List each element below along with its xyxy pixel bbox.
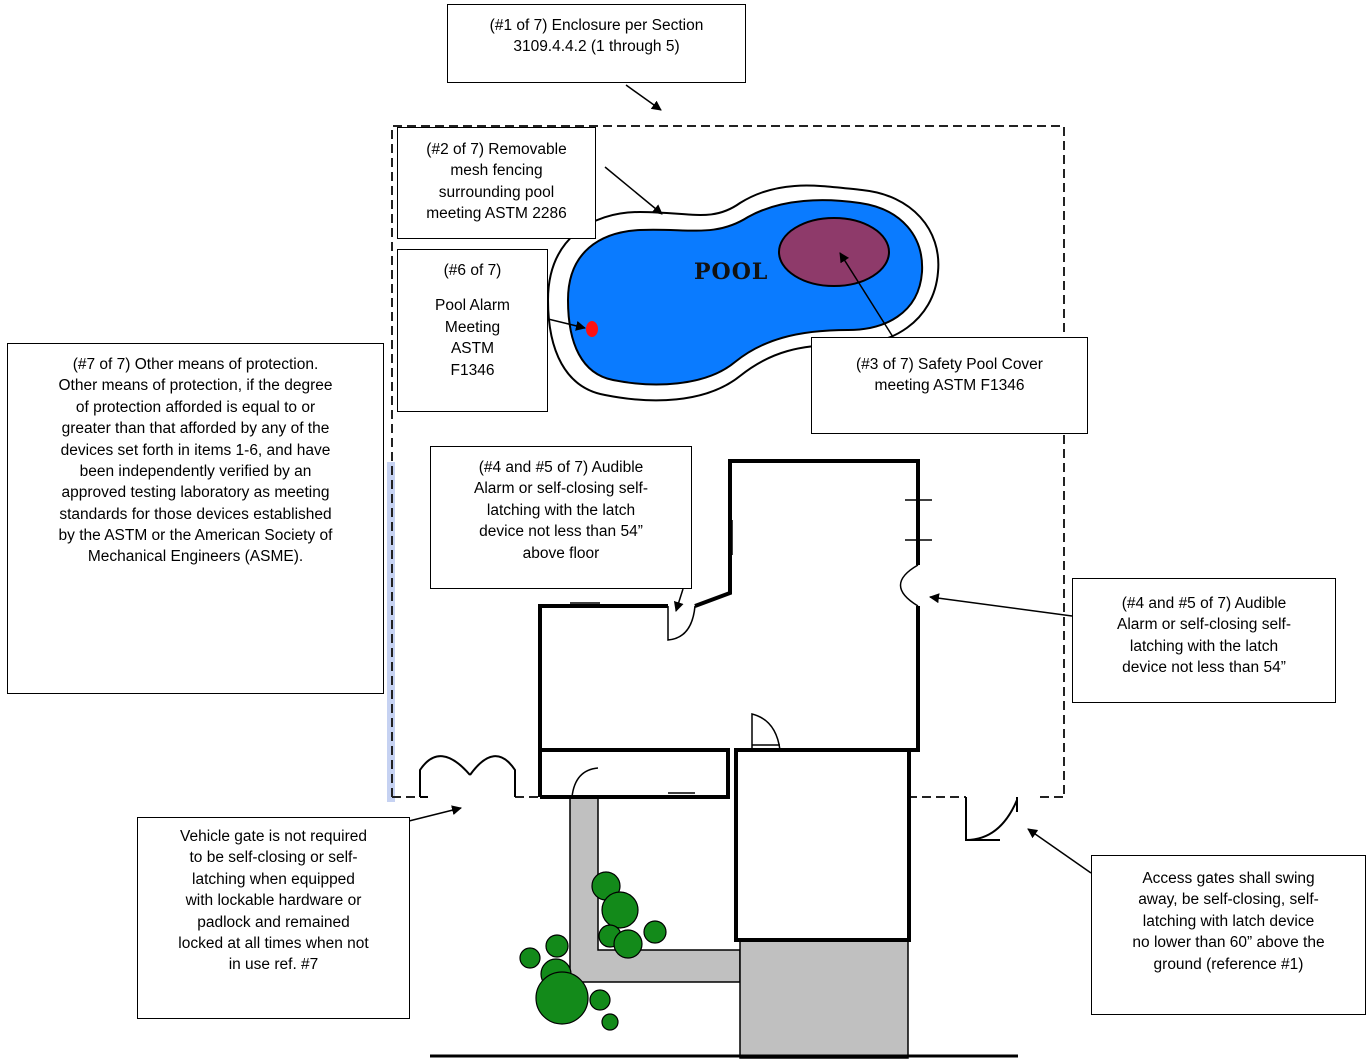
vehicle-gate — [419, 755, 516, 798]
callout-line: been independently verified by an — [79, 462, 312, 480]
callout-other-means: (#7 of 7) Other means of protection. Oth… — [7, 343, 384, 694]
pool-cover — [778, 217, 890, 287]
callout-line: of protection afforded is equal to or — [75, 398, 316, 416]
callout-line: (#4 and #5 of 7) Audible — [1121, 595, 1287, 612]
house-details — [570, 499, 932, 798]
callout-line: Alarm or self-closing self- — [1117, 616, 1291, 634]
pool-alarm-icon — [586, 321, 598, 337]
callout-line: by the ASTM or the American Society of — [58, 527, 333, 544]
callout-line: Other means of protection, if the degree — [58, 377, 333, 395]
pool-label: POOL — [694, 259, 768, 285]
callout-line: greater than that afforded by any of the — [61, 420, 330, 438]
callout-door-alarm-upper: (#4 and #5 of 7) Audible Alarm or self-c… — [430, 446, 692, 589]
access-gate — [965, 797, 1018, 841]
callout-line: latching when equipped — [192, 870, 355, 888]
callout-line: to be self-closing or self- — [189, 849, 358, 867]
callout-line: F1346 — [450, 361, 495, 379]
callout-line: device not less than 54” — [1122, 659, 1286, 677]
callout-heading: (#6 of 7) — [443, 262, 502, 279]
callout-line: Mechanical Engineers (ASME). — [87, 548, 304, 566]
callout-line: meeting ASTM F1346 — [874, 377, 1025, 395]
callout-line: locked at all times when not — [178, 934, 369, 952]
callout-line: above floor — [522, 544, 600, 562]
callout-line: ground (reference #1) — [1153, 955, 1304, 973]
callout-line: latching with the latch — [1129, 637, 1279, 655]
callout-mesh-fence: (#2 of 7) Removable mesh fencing surroun… — [397, 127, 596, 239]
callout-line: mesh fencing — [450, 162, 543, 180]
callout-line: away, be self-closing, self- — [1138, 891, 1319, 909]
leader-arrows — [408, 84, 1092, 874]
callout-line: with lockable hardware or — [185, 892, 362, 910]
callout-pool-cover: (#3 of 7) Safety Pool Cover meeting ASTM… — [811, 337, 1088, 434]
walkway — [569, 796, 909, 1059]
callout-line: devices set forth in items 1-6, and have — [60, 441, 331, 459]
callout-line: latching with the latch — [486, 501, 636, 519]
callout-enclosure: (#1 of 7) Enclosure per Section 3109.4.4… — [447, 4, 746, 83]
callout-line: Pool Alarm — [435, 297, 510, 315]
house — [538, 459, 920, 942]
callout-vehicle-gate: Vehicle gate is not required to be self-… — [137, 817, 410, 1019]
shrubs — [519, 871, 667, 1031]
callout-line: 3109.4.4.2 (1 through 5) — [513, 38, 680, 56]
callout-line: Meeting — [444, 318, 501, 336]
callout-line: (#3 of 7) Safety Pool Cover — [856, 356, 1043, 373]
callout-door-alarm-right: (#4 and #5 of 7) Audible Alarm or self-c… — [1072, 578, 1336, 703]
callout-pool-alarm: (#6 of 7) Pool Alarm Meeting ASTM F1346 — [397, 249, 548, 412]
callout-line: no lower than 60” above the — [1132, 934, 1325, 952]
callout-line: Alarm or self-closing self- — [474, 480, 648, 498]
callout-line: latching with latch device — [1142, 912, 1315, 930]
callout-line: (#2 of 7) Removable — [426, 141, 567, 158]
callout-line: meeting ASTM 2286 — [426, 205, 567, 223]
callout-line: (#7 of 7) Other means of protection. — [72, 356, 319, 373]
callout-line: Vehicle gate is not required — [180, 828, 367, 845]
callout-access-gates: Access gates shall swing away, be self-c… — [1091, 855, 1366, 1015]
callout-line: (#4 and #5 of 7) Audible — [478, 459, 644, 476]
enclosure-fence — [391, 125, 1065, 798]
callout-line: surrounding pool — [438, 183, 555, 201]
callout-line: ASTM — [450, 340, 495, 358]
callout-line: Access gates shall swing — [1142, 870, 1315, 887]
callout-line: (#1 of 7) Enclosure per Section — [489, 17, 704, 34]
callout-line: approved testing laboratory as meeting — [61, 484, 330, 502]
callout-line: device not less than 54” — [479, 523, 643, 541]
barrier-highlight — [387, 462, 395, 802]
callout-line: standards for those devices established — [59, 505, 332, 523]
callout-line: padlock and remained — [197, 913, 350, 931]
callout-line: in use ref. #7 — [228, 956, 319, 974]
